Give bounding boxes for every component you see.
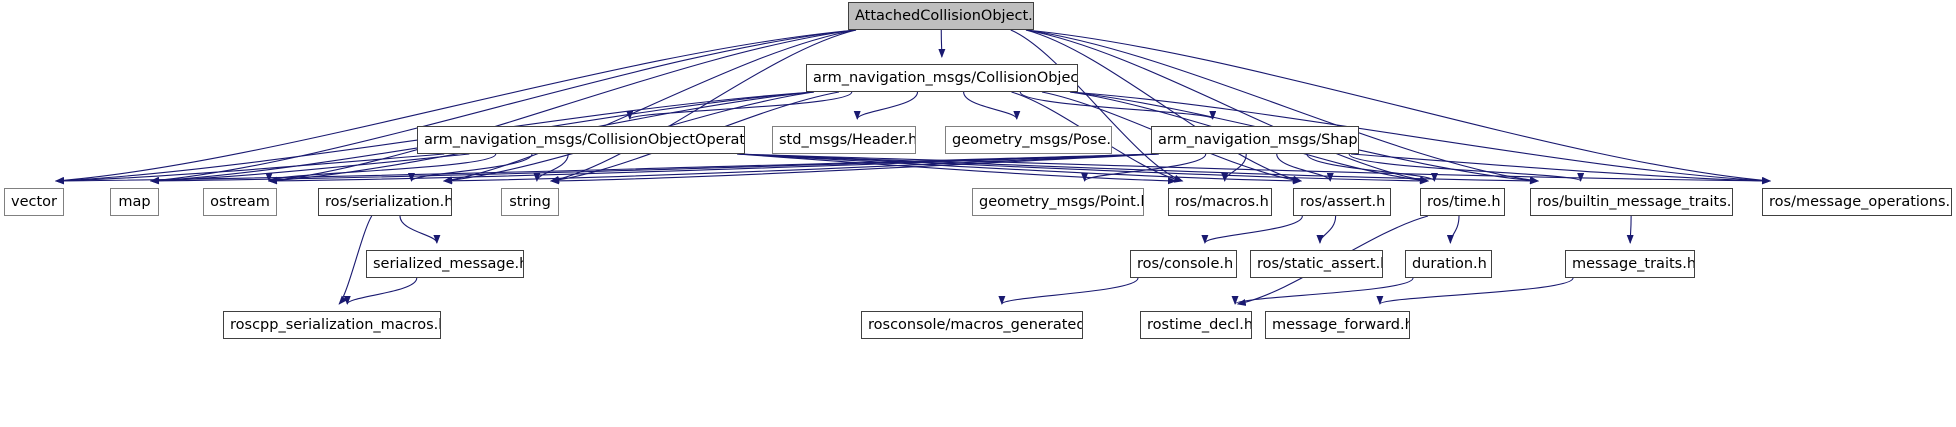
graph-edge <box>736 153 1302 185</box>
graph-edge <box>443 153 1160 185</box>
graph-edge <box>1025 29 1539 184</box>
graph-edge <box>1376 277 1574 305</box>
graph-node-label: rostime_decl.h <box>1147 317 1252 333</box>
graph-edge <box>1081 153 1207 182</box>
graph-edge <box>1025 29 1771 184</box>
graph-node-label: ros/time.h <box>1427 194 1501 210</box>
graph-edge <box>1626 215 1634 244</box>
graph-node-label: geometry_msgs/Point.h <box>979 194 1144 210</box>
graph-edge <box>443 29 857 184</box>
graph-edge <box>1025 29 1429 184</box>
graph-edge <box>1025 29 1302 183</box>
graph-edge <box>626 91 853 120</box>
graph-node[interactable]: std_msgs/Header.h <box>772 126 916 154</box>
graph-node[interactable]: vector <box>4 188 64 216</box>
graph-node[interactable]: string <box>501 188 559 216</box>
graph-edge <box>1201 215 1303 244</box>
graph-node[interactable]: AttachedCollisionObject.h <box>848 2 1034 30</box>
graph-node[interactable]: arm_navigation_msgs/CollisionObject.h <box>806 64 1078 92</box>
graph-node-label: roscpp_serialization_macros.h <box>230 317 441 333</box>
graph-node[interactable]: ros/builtin_message_traits.h <box>1530 188 1733 216</box>
graph-node[interactable]: geometry_msgs/Pose.h <box>945 126 1112 154</box>
graph-node[interactable]: roscpp_serialization_macros.h <box>223 311 441 339</box>
graph-edge <box>1231 277 1414 305</box>
graph-edge <box>55 153 1160 185</box>
graph-edge <box>265 153 497 182</box>
graph-node-label: message_forward.h <box>1272 317 1410 333</box>
graph-node[interactable]: ostream <box>203 188 277 216</box>
graph-node[interactable]: ros/static_assert.h <box>1250 250 1383 278</box>
graph-node[interactable]: arm_navigation_msgs/CollisionObjectOpera… <box>417 126 745 154</box>
graph-edge <box>408 153 533 182</box>
graph-edge <box>550 153 1160 185</box>
graph-node-label: ros/static_assert.h <box>1257 256 1383 272</box>
graph-edge <box>55 153 445 185</box>
graph-node-label: string <box>509 194 551 210</box>
graph-node-label: ros/console.h <box>1137 256 1234 272</box>
graph-node[interactable]: serialized_message.h <box>366 250 524 278</box>
graph-node-label: arm_navigation_msgs/CollisionObject.h <box>813 70 1078 86</box>
graph-node-label: ros/message_operations.h <box>1769 194 1952 210</box>
graph-edge <box>736 153 1771 185</box>
graph-node-label: AttachedCollisionObject.h <box>855 8 1034 24</box>
graph-edge <box>998 277 1139 305</box>
graph-edge <box>736 153 1429 185</box>
graph-node[interactable]: ros/message_operations.h <box>1762 188 1952 216</box>
graph-edge <box>1348 153 1584 182</box>
graph-edge <box>1010 29 1184 182</box>
graph-node[interactable]: arm_navigation_msgs/Shape.h <box>1151 126 1359 154</box>
graph-node-label: duration.h <box>1412 256 1487 272</box>
graph-edge <box>533 153 569 182</box>
graph-edge <box>963 91 1021 120</box>
graph-edge <box>150 29 857 184</box>
graph-node[interactable]: rostime_decl.h <box>1140 311 1252 339</box>
graph-node[interactable]: ros/serialization.h <box>318 188 452 216</box>
graph-node-label: map <box>118 194 151 210</box>
graph-node-label: ros/builtin_message_traits.h <box>1537 194 1733 210</box>
graph-node[interactable]: rosconsole/macros_generated.h <box>861 311 1083 339</box>
graph-edge <box>853 91 919 120</box>
graph-edge <box>268 153 1160 185</box>
graph-node-label: rosconsole/macros_generated.h <box>868 317 1083 333</box>
graph-edge <box>1350 153 1771 185</box>
graph-edge <box>343 277 418 305</box>
graph-node-label: vector <box>11 194 57 210</box>
graph-node-label: geometry_msgs/Pose.h <box>952 132 1112 148</box>
graph-edge <box>399 215 441 244</box>
graph-edge <box>938 29 946 58</box>
graph-node-label: ros/macros.h <box>1175 194 1269 210</box>
graph-edge <box>150 153 470 185</box>
graph-edge <box>268 29 857 184</box>
graph-edge <box>1221 153 1247 182</box>
graph-edge <box>736 153 1539 185</box>
graph-edge <box>1276 153 1334 182</box>
graph-node-label: ros/assert.h <box>1300 194 1386 210</box>
graph-node-label: arm_navigation_msgs/CollisionObjectOpera… <box>424 132 745 148</box>
graph-edge <box>1019 91 1217 120</box>
graph-edge <box>550 29 857 183</box>
graph-node[interactable]: ros/console.h <box>1130 250 1237 278</box>
graph-edge <box>1306 153 1438 182</box>
graph-node-label: ostream <box>210 194 270 210</box>
graph-edge <box>1446 215 1460 244</box>
graph-node[interactable]: ros/macros.h <box>1168 188 1272 216</box>
graph-node[interactable]: message_traits.h <box>1565 250 1695 278</box>
graph-node-label: arm_navigation_msgs/Shape.h <box>1158 132 1359 148</box>
graph-node-label: message_traits.h <box>1572 256 1695 272</box>
graph-node-label: ros/serialization.h <box>325 194 452 210</box>
graph-node-label: std_msgs/Header.h <box>779 132 916 148</box>
graph-node[interactable]: duration.h <box>1405 250 1492 278</box>
graph-node[interactable]: message_forward.h <box>1265 311 1410 339</box>
graph-node-label: serialized_message.h <box>373 256 524 272</box>
graph-edge <box>1316 215 1337 244</box>
graph-edge <box>150 153 1160 185</box>
graph-edge <box>736 153 1177 185</box>
graph-node[interactable]: map <box>110 188 159 216</box>
graph-node[interactable]: geometry_msgs/Point.h <box>972 188 1144 216</box>
graph-node[interactable]: ros/assert.h <box>1293 188 1391 216</box>
graph-edge <box>55 29 857 184</box>
graph-node[interactable]: ros/time.h <box>1420 188 1505 216</box>
